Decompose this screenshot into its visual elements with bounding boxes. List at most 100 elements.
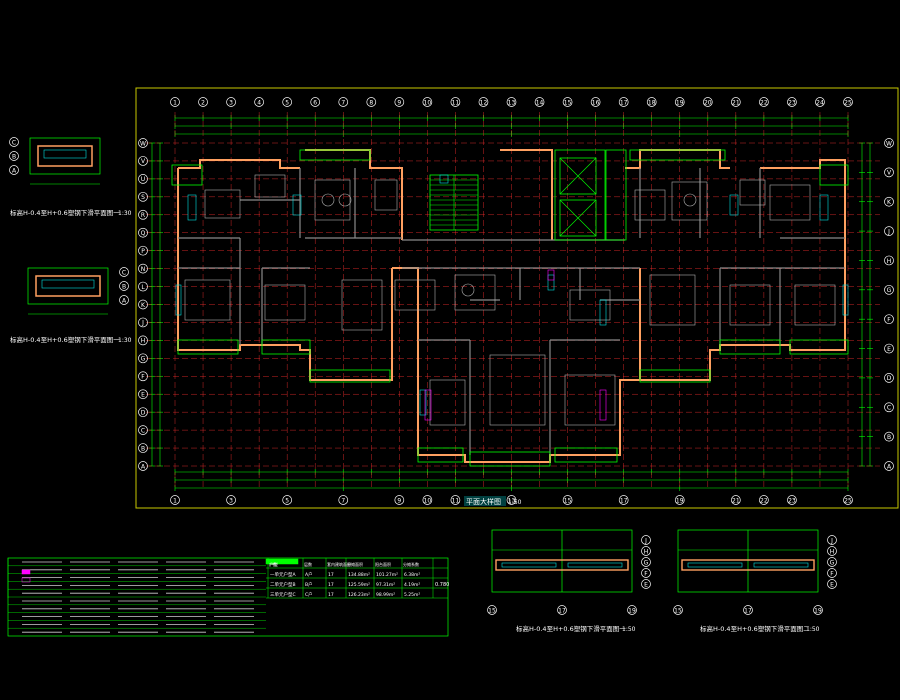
left-axis-Q-label: Q bbox=[141, 230, 146, 237]
left-axis-A-circle bbox=[138, 461, 148, 471]
furniture-item-17 bbox=[649, 274, 696, 326]
table-cell: 三单元户型C bbox=[270, 591, 296, 598]
top-axis-14-label: 14 bbox=[536, 99, 544, 106]
furniture-item-4 bbox=[184, 279, 231, 321]
bottom-detail-axis-4-circle bbox=[827, 579, 837, 589]
bottom-detail-axis-1-circle bbox=[641, 546, 651, 556]
table-coefficient: 0.780 bbox=[435, 582, 449, 588]
bottom-detail-axis-3-circle bbox=[641, 568, 651, 578]
left-axis-H-label: H bbox=[141, 338, 146, 345]
detail-slide bbox=[43, 149, 87, 159]
bottom-detail-axis-b-2-label: 19 bbox=[628, 607, 636, 614]
left-axis-C-label: C bbox=[141, 427, 145, 434]
top-axis-10-circle bbox=[422, 97, 433, 107]
furniture-item-8 bbox=[454, 274, 496, 311]
bottom-axis-25-label: 25 bbox=[844, 497, 852, 504]
outer-wall-left bbox=[177, 168, 393, 381]
detail-slide bbox=[567, 562, 623, 568]
detail-axis-r-B-circle bbox=[119, 281, 129, 291]
right-axis-G-circle bbox=[884, 284, 894, 295]
balcony-window-3 bbox=[605, 149, 627, 241]
left-axis-F-label: F bbox=[141, 374, 145, 381]
right-axis-C-circle bbox=[884, 402, 894, 413]
left-axis-J-circle bbox=[138, 317, 148, 328]
top-axis-18-label: 18 bbox=[648, 99, 656, 106]
detail-axis-r-A-label: A bbox=[122, 297, 127, 304]
top-axis-17-label: 17 bbox=[620, 99, 628, 106]
table-header-3: 套内建筑面积 bbox=[327, 561, 351, 567]
left-axis-N-circle bbox=[138, 263, 148, 274]
fixture-3 bbox=[729, 194, 739, 216]
left-axis-V-circle bbox=[138, 156, 148, 166]
dining-table-1 bbox=[338, 193, 352, 207]
left-axis-D-label: D bbox=[141, 409, 146, 416]
top-axis-14-circle bbox=[534, 97, 545, 107]
bottom-axis-9-circle bbox=[394, 495, 405, 505]
top-axis-15-circle bbox=[562, 97, 573, 107]
right-axis-G-label: G bbox=[887, 287, 892, 294]
bottom-detail-axis-b-0-circle bbox=[487, 605, 497, 615]
right-axis-J-circle bbox=[884, 226, 894, 236]
table-cell: 5.25m² bbox=[404, 592, 420, 598]
bottom-axis-7-label: 7 bbox=[341, 497, 345, 504]
bottom-detail-axis-2-label: G bbox=[644, 559, 649, 566]
top-axis-15-label: 15 bbox=[564, 99, 572, 106]
top-axis-13-circle bbox=[506, 97, 517, 107]
table-header-0: 户型 bbox=[270, 561, 278, 567]
bottom-axis-19-label: 19 bbox=[676, 497, 684, 504]
balcony-window-13 bbox=[469, 451, 551, 467]
table-header-6: 分摊系数 bbox=[403, 561, 419, 567]
top-axis-11-circle bbox=[450, 97, 461, 107]
building-walls bbox=[171, 149, 849, 467]
left-axis-W-label: W bbox=[140, 140, 146, 147]
detail-axis-B-label: B bbox=[12, 153, 16, 160]
left-detail-1-scale: 1:30 bbox=[118, 210, 132, 217]
bottom-axis-23-circle bbox=[787, 495, 797, 505]
table-cell: A户 bbox=[305, 571, 313, 578]
top-axis-2-label: 2 bbox=[201, 99, 205, 106]
left-axis-Q-circle bbox=[138, 227, 148, 238]
furniture-item-3 bbox=[374, 179, 398, 211]
balcony-window-7 bbox=[261, 339, 311, 355]
left-axis-C-circle bbox=[138, 425, 148, 435]
detail-axis-C-label: C bbox=[12, 139, 16, 146]
balcony-window-10 bbox=[719, 339, 781, 355]
left-axis-R-label: R bbox=[141, 212, 145, 219]
right-axis-D-circle bbox=[884, 373, 894, 383]
top-axis-9-label: 9 bbox=[397, 99, 401, 106]
left-axis-E-circle bbox=[138, 389, 148, 400]
bottom-axis-13-circle bbox=[506, 495, 517, 505]
bottom-detail-axis-1-label: H bbox=[830, 548, 835, 555]
left-axis-J-label: J bbox=[141, 320, 144, 327]
top-axis-22-label: 22 bbox=[760, 99, 768, 106]
top-axis-5-circle bbox=[282, 97, 293, 107]
bottom-detail-axis-4-label: E bbox=[644, 581, 648, 588]
top-axis-19-circle bbox=[674, 97, 685, 107]
top-axis-25-circle bbox=[843, 97, 853, 107]
bottom-detail-axis-2-label: G bbox=[830, 559, 835, 566]
detail-axis-r-B-label: B bbox=[122, 283, 126, 290]
legend-highlight bbox=[265, 558, 299, 565]
right-axis-H-circle bbox=[884, 255, 894, 266]
top-axis-7-label: 7 bbox=[341, 99, 345, 106]
left-detail-2-scale: 1:30 bbox=[118, 337, 132, 344]
top-axis-18-circle bbox=[646, 97, 657, 107]
furniture-item-14 bbox=[671, 181, 708, 221]
table-header-5: 阳台面积 bbox=[375, 561, 391, 567]
bottom-axis-5-circle bbox=[282, 495, 293, 505]
top-axis-21-circle bbox=[730, 97, 741, 107]
outer-wall-core-right bbox=[625, 149, 730, 169]
furniture-item-5 bbox=[264, 284, 306, 321]
right-axis-E-circle bbox=[884, 343, 894, 354]
bottom-detail-axis-b-0-label: 15 bbox=[674, 607, 682, 614]
left-axis-V-label: V bbox=[141, 158, 146, 165]
furniture-item-19 bbox=[794, 284, 836, 326]
detail-outline bbox=[27, 267, 109, 305]
top-axis-1-label: 1 bbox=[173, 99, 177, 106]
top-axis-8-label: 8 bbox=[369, 99, 373, 106]
bottom-detail-1-scale: 1:50 bbox=[622, 626, 636, 633]
furniture-item-1 bbox=[254, 174, 286, 198]
window-marker-0 bbox=[424, 389, 432, 421]
bottom-detail-axis-b-2-circle bbox=[813, 605, 823, 615]
